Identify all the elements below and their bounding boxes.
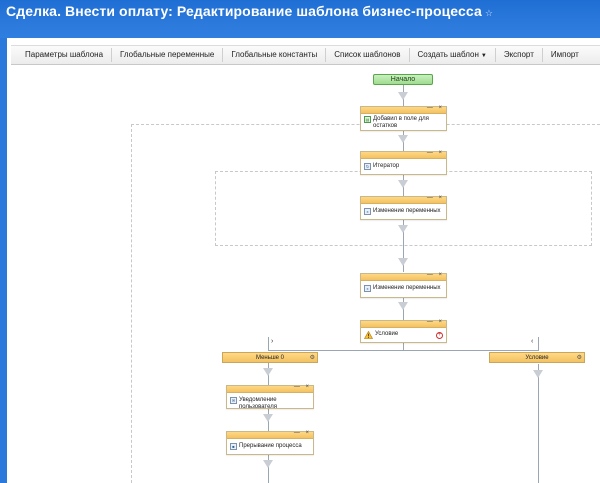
left-edge <box>0 38 7 483</box>
branch-line <box>538 337 539 351</box>
block-header: — × <box>361 319 446 328</box>
connector-arrow <box>398 180 408 188</box>
toolbar-global-vars[interactable]: Глобальные переменные <box>112 48 224 62</box>
variable-icon: x <box>364 208 371 215</box>
block-header: — × <box>227 384 313 393</box>
block-label: Изменение переменных <box>373 208 441 214</box>
block-controls[interactable]: — × <box>426 105 444 111</box>
pin-icon[interactable]: ☆ <box>484 8 494 18</box>
block-label: Изменение переменных <box>373 285 441 291</box>
connector-arrow <box>398 92 408 100</box>
activity-condition[interactable]: — × Условие + <box>360 319 447 343</box>
toolbar-import[interactable]: Импорт <box>550 50 579 59</box>
activity-set-field[interactable]: — × ▤ Добавил в поле для остатков <box>360 105 447 131</box>
page-header: Сделка. Внести оплату: Редактирование ша… <box>0 0 600 38</box>
connector-line <box>403 343 404 351</box>
connector-arrow <box>263 368 273 376</box>
activity-notify-user[interactable]: — × ✉ Уведомление пользователя <box>226 384 314 410</box>
block-label: Условие <box>375 331 399 337</box>
block-controls[interactable]: — × <box>426 319 444 325</box>
chevron-down-icon: ▼ <box>480 53 487 59</box>
connector-arrow <box>398 225 408 233</box>
field-icon: ▤ <box>364 116 371 123</box>
variable-icon: x <box>364 285 371 292</box>
block-controls[interactable]: — × <box>293 384 311 390</box>
connector-arrow <box>398 302 408 310</box>
iterator-icon: ↻ <box>364 163 371 170</box>
notification-icon: ✉ <box>230 397 237 404</box>
block-controls[interactable]: — × <box>426 195 444 201</box>
connector-arrow <box>533 370 543 378</box>
toolbar-create-template[interactable]: Создать шаблон▼ <box>410 48 496 62</box>
toolbar-template-list[interactable]: Список шаблонов <box>326 48 410 62</box>
add-branch-icon[interactable]: + <box>436 332 443 339</box>
connector-arrow <box>398 258 408 266</box>
block-controls[interactable]: — × <box>426 150 444 156</box>
toolbar-template-params[interactable]: Параметры шаблона <box>11 48 113 62</box>
branch-line <box>268 337 269 351</box>
connector-arrow <box>263 460 273 468</box>
block-label: Прерывание процесса <box>239 443 302 449</box>
block-header: — × <box>227 430 313 439</box>
block-header: — × <box>361 272 446 281</box>
connector-arrow <box>263 414 273 422</box>
branch-line <box>538 364 539 483</box>
toolbar-export[interactable]: Экспорт <box>496 48 543 62</box>
block-label: Итератор <box>373 163 400 169</box>
block-header: — × <box>361 105 446 114</box>
activity-change-variables-2[interactable]: — × x Изменение переменных <box>360 272 447 298</box>
branch-line <box>268 455 269 483</box>
warning-icon <box>364 331 373 339</box>
activity-change-variables-1[interactable]: — × x Изменение переменных <box>360 195 447 220</box>
activity-iterator[interactable]: — × ↻ Итератор <box>360 150 447 175</box>
block-header: — × <box>361 195 446 204</box>
start-node[interactable]: Начало <box>373 74 433 85</box>
activity-terminate-process[interactable]: — × ■ Прерывание процесса <box>226 430 314 455</box>
block-controls[interactable]: — × <box>293 430 311 436</box>
toolbar: Параметры шаблона Глобальные переменные … <box>11 45 600 65</box>
toolbar-global-consts[interactable]: Глобальные константы <box>223 48 327 62</box>
branch-line <box>268 350 538 351</box>
branch-label: Условие <box>525 355 549 361</box>
connector-arrow <box>398 135 408 143</box>
gear-icon[interactable]: ⚙ <box>309 355 315 361</box>
connector-line <box>403 220 404 272</box>
branch-less-than-zero[interactable]: Меньше 0 ⚙ <box>222 352 318 363</box>
stop-icon: ■ <box>230 443 237 450</box>
branch-label: Меньше 0 <box>256 355 284 361</box>
block-label: Уведомление пользователя <box>239 397 277 410</box>
block-label: Добавил в поле для остатков <box>373 116 429 129</box>
block-header: — × <box>361 150 446 159</box>
branch-condition[interactable]: Условие ⚙ <box>489 352 585 363</box>
gear-icon[interactable]: ⚙ <box>576 355 582 361</box>
page-title-text: Сделка. Внести оплату: Редактирование ша… <box>6 3 482 19</box>
chevron-right-icon[interactable]: › <box>271 338 274 345</box>
chevron-left-icon[interactable]: ‹ <box>531 338 534 345</box>
page-title: Сделка. Внести оплату: Редактирование ша… <box>6 3 493 19</box>
block-controls[interactable]: — × <box>426 272 444 278</box>
